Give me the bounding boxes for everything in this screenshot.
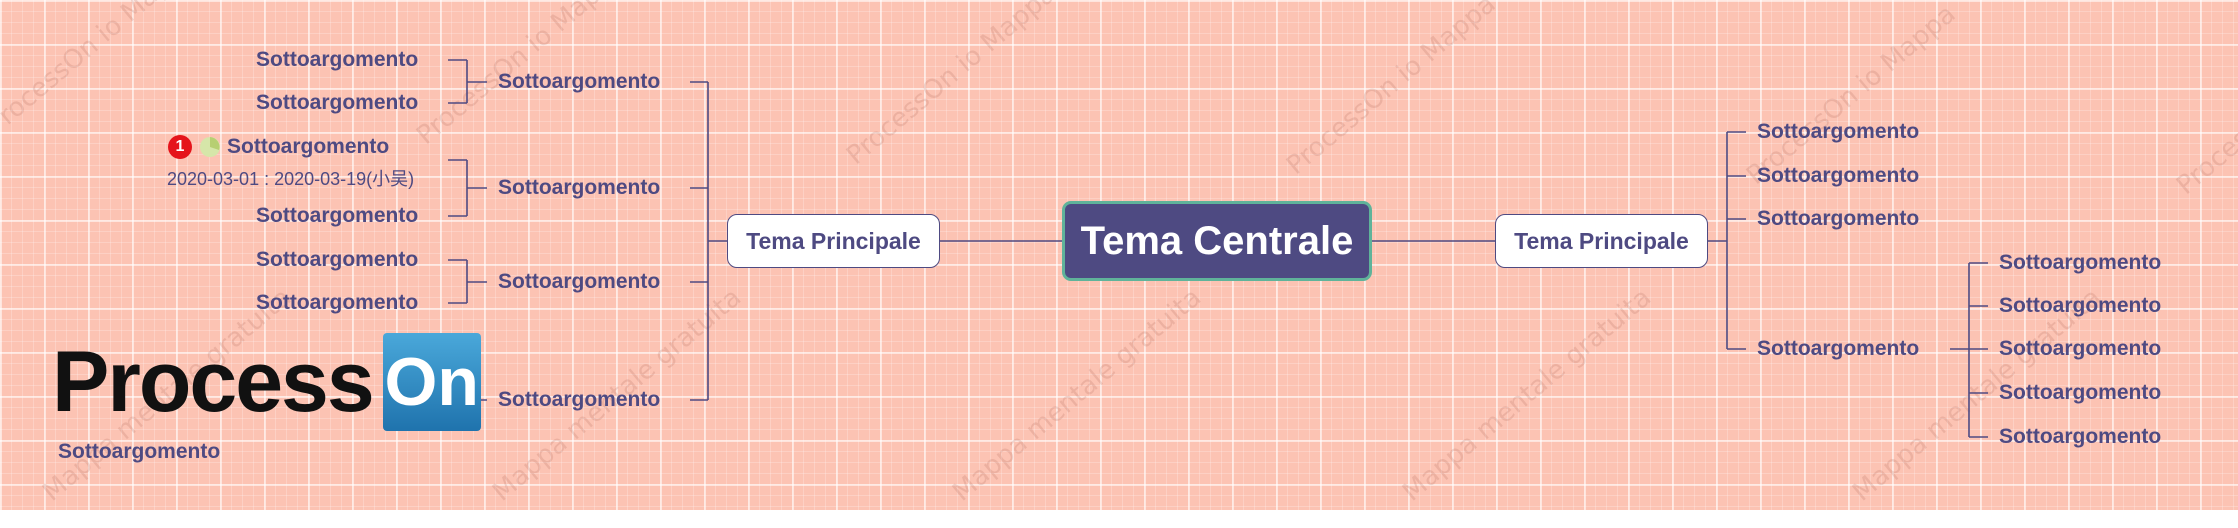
processon-logo[interactable]: Process On (52, 332, 481, 432)
logo-caption[interactable]: Sottoargomento (58, 440, 221, 463)
left-subtopic-1[interactable]: Sottoargomento (498, 70, 661, 93)
right-leaf-3[interactable]: Sottoargomento (1999, 337, 2162, 360)
main-topic-right[interactable]: Tema Principale (1495, 214, 1708, 268)
left-leaf-6[interactable]: Sottoargomento (256, 291, 419, 314)
central-topic[interactable]: Tema Centrale (1062, 201, 1372, 281)
left-leaf-task[interactable]: Sottoargomento (227, 135, 390, 158)
right-subtopic-1[interactable]: Sottoargomento (1757, 120, 1920, 143)
logo-tile: On (382, 333, 481, 431)
left-subtopic-3[interactable]: Sottoargomento (498, 270, 661, 293)
right-subtopic-4[interactable]: Sottoargomento (1757, 337, 1920, 360)
connector-lines (448, 59, 1988, 438)
right-subtopic-2[interactable]: Sottoargomento (1757, 164, 1920, 187)
right-subtopic-3[interactable]: Sottoargomento (1757, 207, 1920, 230)
left-leaf-4[interactable]: Sottoargomento (256, 204, 419, 227)
main-topic-left[interactable]: Tema Principale (727, 214, 940, 268)
left-leaf-5[interactable]: Sottoargomento (256, 248, 419, 271)
left-subtopic-2[interactable]: Sottoargomento (498, 176, 661, 199)
right-leaf-5[interactable]: Sottoargomento (1999, 425, 2162, 448)
right-leaf-1[interactable]: Sottoargomento (1999, 251, 2162, 274)
right-leaf-2[interactable]: Sottoargomento (1999, 294, 2162, 317)
logo-word: Process (52, 334, 375, 430)
left-leaf-1[interactable]: Sottoargomento (256, 48, 419, 71)
mind-map-canvas: ProcessOn io Mappa ProcessOn io Mappa Pr… (0, 0, 2238, 510)
right-leaf-4[interactable]: Sottoargomento (1999, 381, 2162, 404)
progress-icon (200, 137, 220, 157)
task-dates: 2020-03-01 : 2020-03-19(小吴) (167, 169, 415, 189)
priority-1-icon: 1 (168, 135, 192, 159)
left-subtopic-4[interactable]: Sottoargomento (498, 388, 661, 411)
left-leaf-2[interactable]: Sottoargomento (256, 91, 419, 114)
